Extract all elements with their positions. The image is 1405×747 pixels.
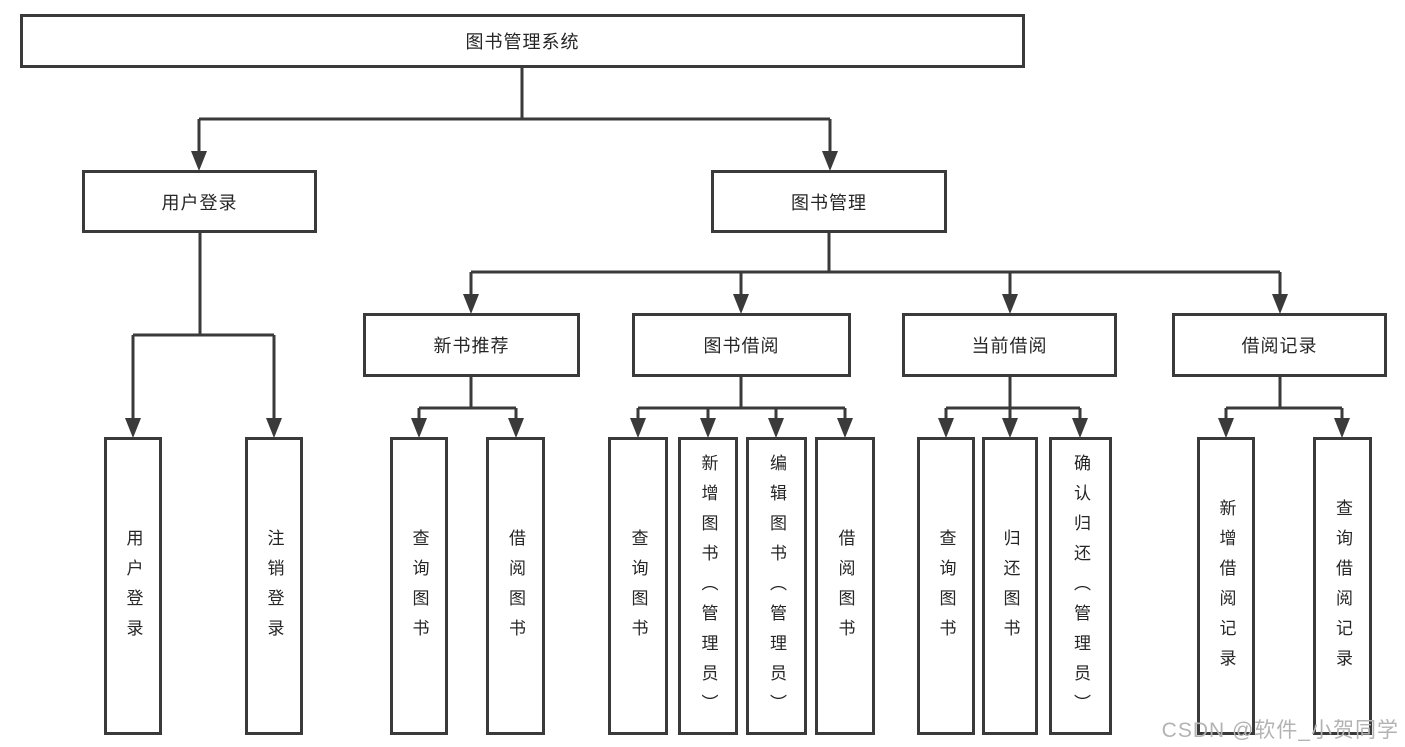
node-label: 图书管理 xyxy=(791,192,867,213)
node-label: 用户登录 xyxy=(123,529,143,649)
leaf-query-borrow-record: 查询借阅记录 xyxy=(1313,437,1372,735)
node-label: 当前借阅 xyxy=(971,336,1048,356)
leaf-user-login: 用户登录 xyxy=(104,437,162,735)
leaf-borrow-books-recommend: 借阅图书 xyxy=(486,437,545,735)
node-label: 查询图书 xyxy=(628,529,648,649)
node-label: 借阅图书 xyxy=(835,529,855,649)
node-label: 查询借阅记录 xyxy=(1333,499,1352,679)
node-label: 图书借阅 xyxy=(703,336,780,356)
node-label: 确认归还（管理员） xyxy=(1071,454,1090,724)
node-label: 借阅图书 xyxy=(506,529,525,649)
node-label: 新增借阅记录 xyxy=(1216,499,1236,679)
watermark: CSDN @软件_小贺同学 xyxy=(1161,719,1399,742)
leaf-query-books-borrowing: 查询图书 xyxy=(608,437,668,735)
node-label: 借阅记录 xyxy=(1241,336,1318,356)
node-label: 查询图书 xyxy=(936,529,956,649)
node-label: 新增图书（管理员） xyxy=(698,454,718,724)
node-label: 查询图书 xyxy=(409,529,429,649)
node-label: 用户登录 xyxy=(161,192,238,213)
node-book-borrowing: 图书借阅 xyxy=(632,313,851,377)
node-root-system: 图书管理系统 xyxy=(20,14,1025,68)
leaf-add-borrow-record: 新增借阅记录 xyxy=(1197,437,1255,735)
leaf-query-books-recommend: 查询图书 xyxy=(390,437,448,735)
node-label: 注销登录 xyxy=(264,529,284,649)
node-borrowing-records: 借阅记录 xyxy=(1172,313,1387,377)
leaf-add-book-admin: 新增图书（管理员） xyxy=(678,437,738,735)
leaf-confirm-return-admin: 确认归还（管理员） xyxy=(1049,437,1112,735)
leaf-borrow-books-borrowing: 借阅图书 xyxy=(815,437,875,735)
leaf-return-books: 归还图书 xyxy=(982,437,1038,735)
leaf-edit-book-admin: 编辑图书（管理员） xyxy=(746,437,807,735)
leaf-logout: 注销登录 xyxy=(245,437,303,735)
node-label: 新书推荐 xyxy=(433,336,510,356)
node-label: 归还图书 xyxy=(1000,529,1020,649)
node-label: 图书管理系统 xyxy=(465,32,580,52)
node-label: 编辑图书（管理员） xyxy=(767,454,786,724)
node-user-login: 用户登录 xyxy=(82,170,317,233)
node-book-management: 图书管理 xyxy=(711,170,947,233)
node-current-borrowing: 当前借阅 xyxy=(902,313,1117,377)
arrowhead-icons xyxy=(125,151,1350,438)
node-new-book-recommend: 新书推荐 xyxy=(363,313,580,377)
leaf-query-books-current: 查询图书 xyxy=(917,437,975,735)
